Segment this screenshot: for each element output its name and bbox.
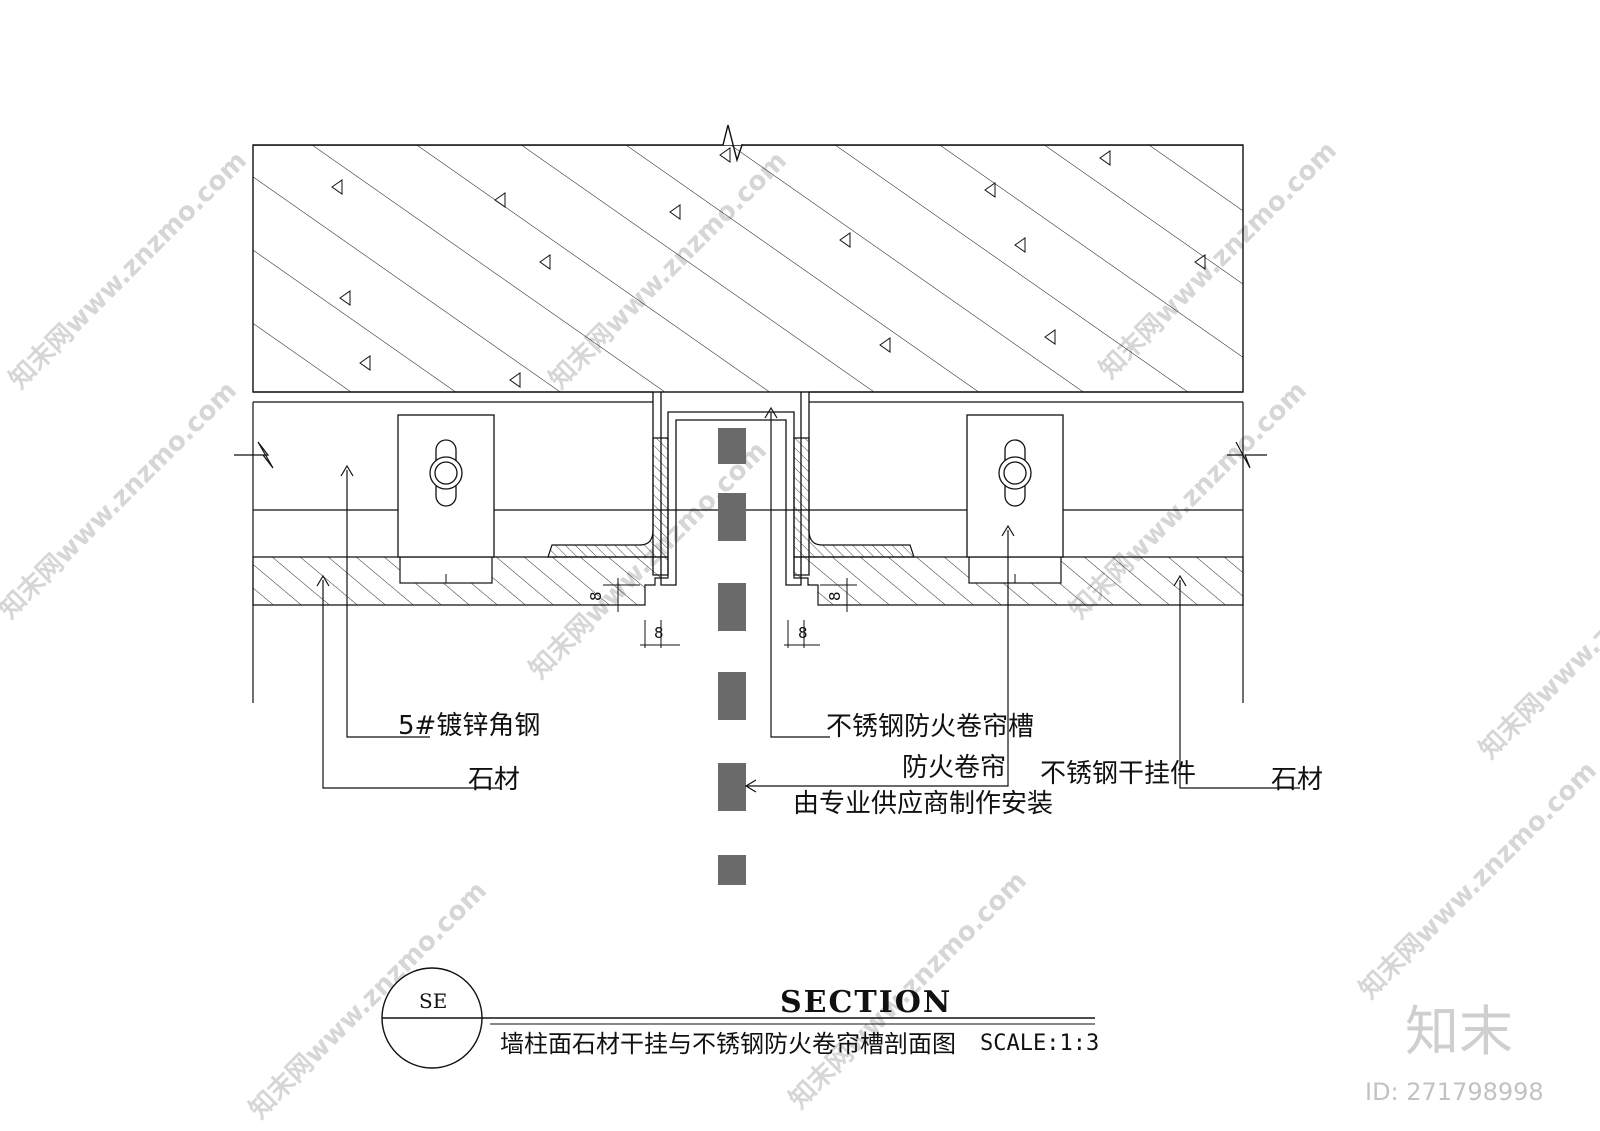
dim-left-vertical: 8 [587, 591, 605, 601]
shutter-dash [718, 428, 746, 464]
aggregate-mark [719, 147, 731, 163]
drawing-subtitle: 墙柱面石材干挂与不锈钢防火卷帘槽剖面图 [500, 1030, 956, 1058]
shutter-dash [718, 855, 746, 885]
aggregate-mark [494, 192, 506, 208]
watermark-text: 知末网www.znzmo.com [0, 376, 243, 625]
shutter-dash [718, 763, 746, 811]
aggregate-mark [509, 372, 521, 388]
shutter-dash [718, 583, 746, 631]
aggregate-mark [669, 204, 681, 220]
aggregate-mark [359, 355, 371, 371]
concrete-aggregate [331, 147, 1206, 388]
section-heading: SECTION [780, 985, 952, 1020]
aggregate-mark [339, 290, 351, 306]
angle-steel [547, 437, 915, 558]
label-hanger: 不锈钢干挂件 [1040, 759, 1196, 789]
dim-right-vertical: 8 [826, 591, 844, 601]
label-angle-steel: 5#镀锌角钢 [398, 711, 540, 741]
aggregate-mark [1099, 150, 1111, 166]
dimension-marks [603, 578, 857, 648]
hanger-bracket-right [966, 414, 1064, 558]
hanger-bracket-left [397, 414, 495, 558]
section-symbol: SE [419, 989, 447, 1013]
title-block: SE SECTION 墙柱面石材干挂与不锈钢防火卷帘槽剖面图 SCALE:1:3 [381, 967, 1099, 1069]
aggregate-mark [1014, 237, 1026, 253]
aggregate-mark [984, 182, 996, 198]
shutter-dash [718, 493, 746, 541]
label-fire-shutter: 防火卷帘 [902, 753, 1006, 783]
stainless-groove [652, 392, 810, 586]
dim-right-horizontal: 8 [798, 624, 808, 642]
dim-left-horizontal: 8 [654, 624, 664, 642]
fire-shutter [718, 428, 746, 885]
aggregate-mark [1044, 329, 1056, 345]
label-groove: 不锈钢防火卷帘槽 [826, 712, 1034, 742]
aggregate-mark [839, 232, 851, 248]
watermark-text: 知末网www.znzmo.com [4, 146, 253, 395]
watermark-logo: 知末 [1405, 1000, 1513, 1063]
label-supplier-note: 由专业供应商制作安装 [793, 789, 1053, 819]
watermark-id: ID: 271798998 [1365, 1078, 1544, 1106]
stone-panels [252, 556, 1244, 606]
concrete-wall [252, 122, 1244, 393]
aggregate-mark [1194, 254, 1206, 270]
watermark-text: 知末网www.znzmo.com [1354, 756, 1600, 1005]
drawing-scale: SCALE:1:3 [980, 1031, 1099, 1056]
aggregate-mark [879, 337, 891, 353]
leader-lines [316, 406, 1300, 793]
label-stone-right: 石材 [1271, 765, 1323, 795]
watermark-text: 知末网www.znzmo.com [1474, 516, 1600, 765]
aggregate-mark [539, 254, 551, 270]
label-stone-left: 石材 [468, 765, 520, 795]
shutter-dash [718, 672, 746, 720]
aggregate-mark [331, 179, 343, 195]
watermark-text: 知末网www.znzmo.com [244, 876, 493, 1125]
